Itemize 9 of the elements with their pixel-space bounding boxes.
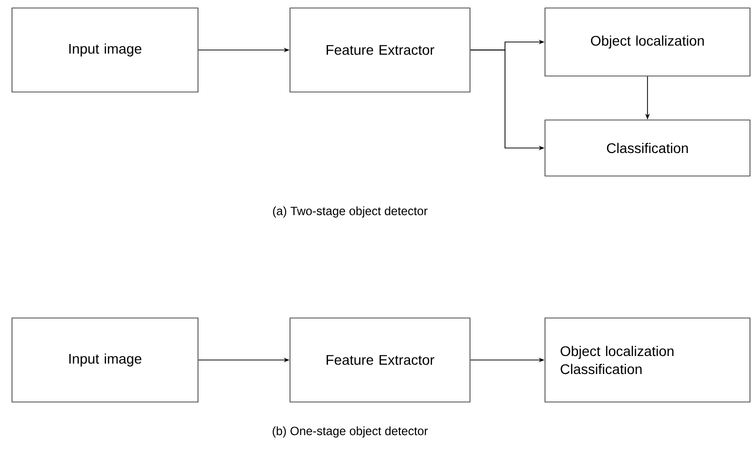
process-box: Object localization Classification (544, 318, 750, 402)
process-box: Feature Extractor (290, 318, 470, 402)
process-box: Feature Extractor (290, 8, 470, 92)
caption: (a) Two-stage object detector (273, 206, 428, 218)
process-box: Object localization (544, 8, 750, 76)
caption: (b) One-stage object detector (272, 426, 428, 438)
process-box: Input image (12, 8, 198, 92)
process-box: Input image (12, 318, 198, 402)
process-box: Classification (544, 120, 750, 176)
